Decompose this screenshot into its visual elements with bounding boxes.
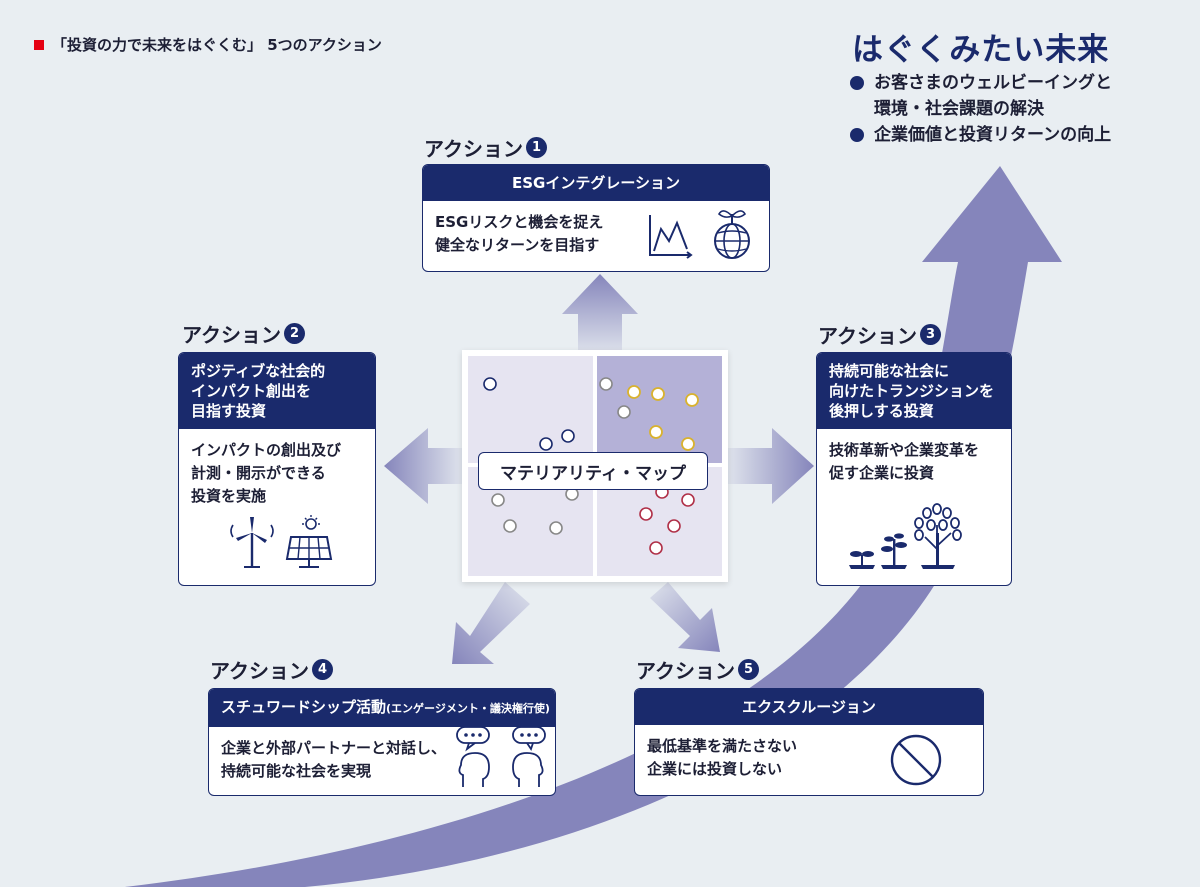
action-number-badge: 4 [312, 659, 333, 680]
globe-sprout-icon [714, 210, 750, 259]
action-4-body-line: 持続可能な社会を実現 [221, 762, 372, 780]
matrix-point [651, 387, 665, 401]
arrow-to-action-2 [384, 428, 462, 504]
action-2-body-line: インパクトの創出及び [191, 441, 342, 459]
action-4-title-note: (エンゲージメント・議決権行使) [386, 702, 550, 715]
action-5-title: エクスクルージョン [635, 689, 983, 725]
matrix-point [599, 377, 613, 391]
action-heading-text: アクション [182, 323, 281, 347]
action-4-card: スチュワードシップ活動(エンゲージメント・議決権行使) 企業と外部パートナーと対… [208, 688, 556, 796]
action-heading-text: アクション [818, 324, 917, 348]
action-4-body-line: 企業と外部パートナーと対話し、 [221, 739, 447, 757]
action-2-title-line: インパクト創出を [191, 382, 312, 400]
bullet-icon [850, 76, 864, 90]
action-1-title: ESGインテグレーション [423, 165, 769, 201]
matrix-point [503, 519, 517, 533]
action-heading-text: アクション [636, 659, 735, 683]
action-3-title-line: 後押しする投資 [829, 402, 934, 420]
action-5-body-line: 最低基準を満たさない [647, 737, 798, 755]
action-3-title-line: 持続可能な社会に [829, 362, 950, 380]
arrow-to-action-4 [452, 582, 530, 664]
matrix-point [681, 493, 695, 507]
matrix-point [561, 429, 575, 443]
matrix-point [539, 437, 553, 451]
matrix-point [483, 377, 497, 391]
action-number-badge: 3 [920, 324, 941, 345]
matrix-point [617, 405, 631, 419]
action-3-title-line: 向けたトランジションを [829, 382, 995, 400]
action-3-title: 持続可能な社会に 向けたトランジションを 後押しする投資 [817, 353, 1011, 429]
action-heading-text: アクション [210, 659, 309, 683]
action-2-heading: アクション 2 [182, 319, 305, 348]
matrix-point [627, 385, 641, 399]
action-1-body-line: ESGリスクと機会を捉え [435, 213, 604, 231]
arrow-to-action-1 [562, 274, 638, 350]
future-list: お客さまのウェルビーイングと 環境・社会課題の解決 企業価値と投資リターンの向上 [850, 70, 1112, 148]
materiality-points [483, 377, 699, 555]
future-item: お客さまのウェルビーイングと 環境・社会課題の解決 [850, 70, 1112, 122]
future-item-line: 環境・社会課題の解決 [874, 99, 1044, 119]
future-item-line: 企業価値と投資リターンの向上 [874, 125, 1112, 145]
matrix-quadrant [468, 356, 593, 463]
matrix-point [649, 425, 663, 439]
matrix-point [639, 507, 653, 521]
action-3-body-line: 促す企業に投資 [829, 464, 935, 482]
arrow-to-action-5 [650, 582, 720, 652]
action-1-body-line: 健全なリターンを目指す [435, 236, 600, 254]
action-3-heading: アクション 3 [818, 320, 941, 349]
line-chart-icon [649, 215, 693, 259]
prohibition-icon [890, 734, 942, 786]
matrix-point [649, 541, 663, 555]
action-2-title-line: ポジティブな社会的 [191, 362, 326, 380]
action-2-body-line: 計測・開示ができる [191, 464, 326, 482]
future-item-line: お客さまのウェルビーイングと [874, 73, 1112, 93]
action-2-card: ポジティブな社会的 インパクト創出を 目指す投資 インパクトの創出及び 計測・開… [178, 352, 376, 586]
action-5-body-line: 企業には投資しない [647, 760, 783, 778]
diagram-header: 「投資の力で未来をはぐくむ」 5つのアクション [34, 34, 382, 55]
action-number-badge: 2 [284, 323, 305, 344]
growing-tree-icon [849, 503, 962, 569]
future-title: はぐくみたい未来 [852, 32, 1110, 68]
action-5-heading: アクション 5 [636, 655, 759, 684]
matrix-point [667, 519, 681, 533]
action-4-title-text: スチュワードシップ活動 [221, 698, 387, 716]
action-number-badge: 5 [738, 659, 759, 680]
matrix-point [491, 493, 505, 507]
matrix-point [681, 437, 695, 451]
solar-panel-icon [285, 515, 333, 568]
bullet-icon [850, 128, 864, 142]
red-square-marker [34, 39, 44, 50]
arrow-to-action-3 [728, 428, 814, 504]
dialogue-heads-icon [456, 726, 546, 787]
action-3-body-line: 技術革新や企業変革を [829, 441, 980, 459]
future-item: 企業価値と投資リターンの向上 [850, 122, 1112, 148]
action-2-title-line: 目指す投資 [191, 402, 267, 420]
action-1-card: ESGインテグレーション ESGリスクと機会を捉え 健全なリターンを目指す [422, 164, 770, 272]
action-5-card: エクスクルージョン 最低基準を満たさない 企業には投資しない [634, 688, 984, 796]
matrix-point [549, 521, 563, 535]
matrix-point [685, 393, 699, 407]
action-4-heading: アクション 4 [210, 655, 333, 684]
action-2-body-line: 投資を実施 [191, 487, 267, 505]
action-number-badge: 1 [526, 137, 547, 158]
header-label-text: 「投資の力で未来をはぐくむ」 5つのアクション [52, 36, 382, 54]
wind-turbine-icon [230, 517, 274, 568]
materiality-map-label: マテリアリティ・マップ [478, 452, 708, 490]
action-4-title: スチュワードシップ活動(エンゲージメント・議決権行使) [209, 689, 555, 727]
action-3-card: 持続可能な社会に 向けたトランジションを 後押しする投資 技術革新や企業変革を … [816, 352, 1012, 586]
action-1-heading: アクション 1 [424, 133, 547, 162]
action-2-title: ポジティブな社会的 インパクト創出を 目指す投資 [179, 353, 375, 429]
action-heading-text: アクション [424, 137, 523, 161]
